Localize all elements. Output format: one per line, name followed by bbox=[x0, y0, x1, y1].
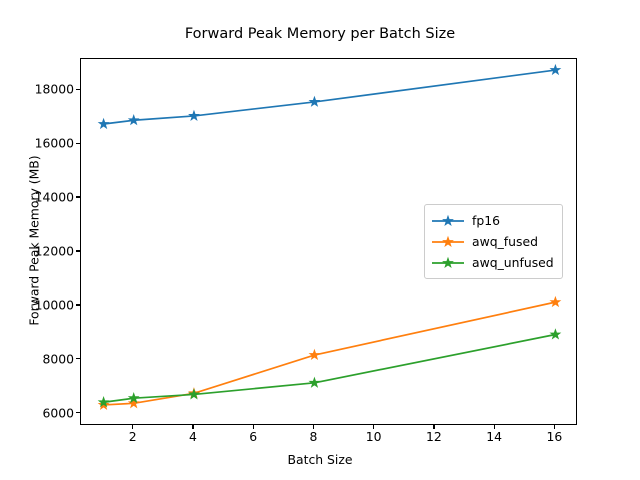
legend-swatch-fp16 bbox=[432, 214, 464, 226]
chart-legend: fp16 awq_fused awq_unfused bbox=[424, 204, 563, 279]
x-tick-mark bbox=[493, 425, 495, 429]
line-fp16 bbox=[103, 69, 556, 125]
y-tick-mark bbox=[76, 196, 80, 198]
marker-awq_unfused bbox=[308, 376, 321, 388]
series-awq_unfused bbox=[97, 328, 562, 408]
y-tick-mark bbox=[76, 250, 80, 252]
x-tick-mark bbox=[553, 425, 555, 429]
x-tick-mark bbox=[433, 425, 435, 429]
y-tick-mark bbox=[76, 304, 80, 306]
x-tick-mark bbox=[312, 425, 315, 429]
series-fp16 bbox=[97, 63, 562, 130]
y-tick-label: 12000 bbox=[34, 243, 74, 259]
marker-awq_unfused bbox=[97, 396, 110, 408]
y-tick-label: 16000 bbox=[34, 135, 74, 151]
marker-fp16 bbox=[127, 114, 140, 126]
legend-swatch-awq_fused bbox=[432, 235, 464, 247]
x-tick-mark bbox=[132, 425, 134, 429]
x-tick-label: 8 bbox=[309, 429, 318, 444]
x-tick-label: 16 bbox=[546, 429, 563, 444]
x-tick-label: 4 bbox=[189, 429, 197, 444]
x-tick-mark bbox=[252, 425, 254, 429]
line-awq_fused bbox=[103, 301, 556, 406]
marker-fp16 bbox=[188, 109, 200, 121]
series-lines bbox=[97, 63, 562, 410]
x-tick-label: 10 bbox=[365, 429, 382, 444]
line-awq_unfused bbox=[103, 333, 556, 404]
legend-item-fp16: fp16 bbox=[431, 210, 554, 231]
y-tick-label: 10000 bbox=[34, 297, 74, 313]
marker-awq_unfused bbox=[188, 388, 200, 400]
y-tick-label: 14000 bbox=[34, 189, 74, 205]
marker-awq_fused bbox=[308, 348, 321, 361]
legend-item-awq_fused: awq_fused bbox=[431, 231, 554, 252]
legend-label: fp16 bbox=[472, 213, 500, 228]
legend-swatch-awq_unfused bbox=[432, 256, 464, 268]
marker-awq_fused bbox=[127, 397, 140, 409]
marker-fp16 bbox=[308, 95, 321, 107]
x-tick-label: 14 bbox=[486, 429, 503, 444]
legend-item-awq_unfused: awq_unfused bbox=[431, 252, 554, 273]
marker-awq_unfused bbox=[549, 328, 562, 340]
x-tick-label: 2 bbox=[128, 429, 137, 444]
marker-fp16 bbox=[97, 117, 110, 130]
y-tick-label: 6000 bbox=[42, 405, 74, 421]
marker-awq_unfused bbox=[127, 391, 140, 404]
y-tick-label: 8000 bbox=[42, 351, 74, 367]
x-axis-label: Batch Size bbox=[287, 452, 353, 467]
y-tick-mark bbox=[76, 412, 80, 414]
series-awq_fused bbox=[97, 295, 562, 410]
x-tick-mark bbox=[192, 425, 194, 429]
marker-fp16 bbox=[549, 63, 562, 76]
legend-label: awq_fused bbox=[472, 234, 538, 249]
y-tick-mark bbox=[76, 142, 80, 144]
y-tick-mark bbox=[76, 88, 80, 90]
x-tick-mark bbox=[373, 425, 375, 429]
legend-label: awq_unfused bbox=[472, 255, 554, 270]
x-tick-label: 12 bbox=[426, 429, 442, 444]
chart-title: Forward Peak Memory per Batch Size bbox=[184, 26, 456, 42]
marker-awq_fused bbox=[549, 295, 562, 308]
y-tick-mark bbox=[76, 358, 80, 360]
x-tick-label: 6 bbox=[249, 429, 258, 444]
y-tick-label: 18000 bbox=[34, 81, 74, 97]
